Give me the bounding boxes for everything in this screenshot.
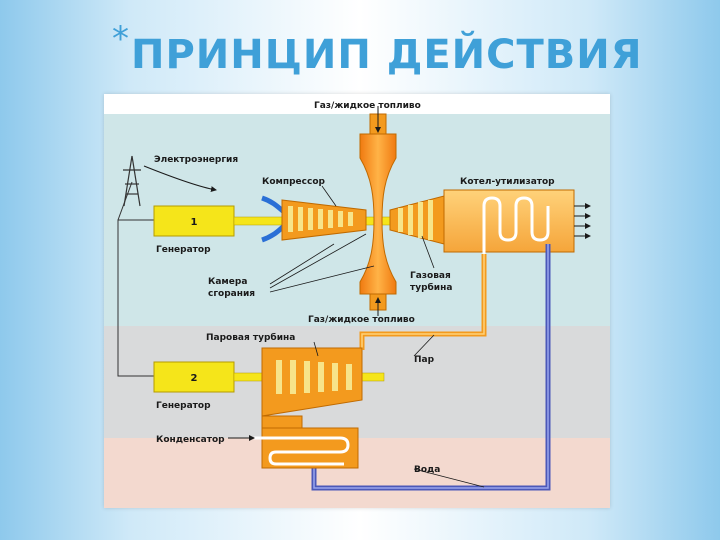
generator-1-number: 1 xyxy=(191,217,198,228)
label-generator-1: Генератор xyxy=(156,245,211,255)
label-gas-turbine-1: Газовая xyxy=(410,271,451,281)
power-plant-diagram: 1 2 xyxy=(104,94,610,508)
combustion-chamber xyxy=(359,133,397,295)
generator-2-number: 2 xyxy=(191,373,198,384)
water-pipe-highlight xyxy=(313,244,549,489)
label-gas-turbine-2: турбина xyxy=(410,282,452,293)
slide-title: * ПРИНЦИП ДЕЙСТВИЯ xyxy=(112,22,643,82)
label-combustion-1: Камера xyxy=(208,277,247,287)
label-heat-boiler: Котел-утилизатор xyxy=(460,177,555,187)
label-water: Вода xyxy=(414,465,440,475)
label-steam-turbine: Паровая турбина xyxy=(206,332,295,343)
heat-recovery-boiler xyxy=(443,189,575,253)
condenser xyxy=(261,427,359,469)
label-condenser: Конденсатор xyxy=(156,435,225,445)
title-text: ПРИНЦИП ДЕЙСТВИЯ xyxy=(131,32,643,78)
steam-turbine-blades xyxy=(276,360,352,394)
gas-turbine-blades xyxy=(398,200,433,240)
boiler-coil xyxy=(482,196,550,264)
label-fuel-top: Газ/жидкое топливо xyxy=(314,101,421,111)
compressor-blades xyxy=(288,206,353,232)
power-line xyxy=(117,219,154,377)
label-electricity: Электроэнергия xyxy=(154,155,238,165)
exhaust-arrows xyxy=(574,203,591,239)
leader-lines xyxy=(269,185,485,488)
condenser-coil xyxy=(254,436,350,466)
label-compressor: Компрессор xyxy=(262,177,326,187)
steam-pipe-highlight xyxy=(361,254,485,350)
label-steam: Пар xyxy=(414,355,435,365)
label-generator-2: Генератор xyxy=(156,401,211,411)
zone-gas xyxy=(104,94,610,114)
generator-1 xyxy=(153,205,235,237)
label-combustion-2: сгорания xyxy=(208,289,255,299)
pylon-icon xyxy=(123,155,141,207)
label-fuel-bottom: Газ/жидкое топливо xyxy=(308,315,415,325)
title-bullet: * xyxy=(112,19,129,59)
diagram-svg: 1 2 xyxy=(104,94,610,508)
electricity-arrow xyxy=(143,165,217,193)
